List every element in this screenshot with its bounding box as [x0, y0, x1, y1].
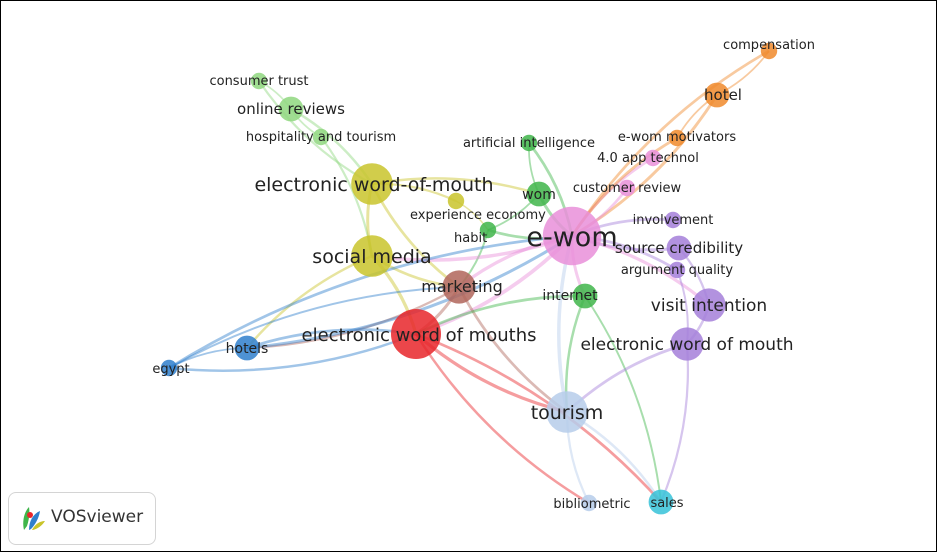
node-internet[interactable]: [572, 283, 598, 309]
node-label-compensation[interactable]: compensation: [723, 38, 815, 53]
node-hospitality-and-tourism[interactable]: [312, 128, 330, 146]
node-label-argument-quality[interactable]: argument quality: [621, 263, 733, 278]
node-label-online-reviews[interactable]: online reviews: [237, 100, 345, 118]
node-e-wom[interactable]: [542, 206, 602, 266]
node-experience-economy[interactable]: [447, 192, 465, 210]
node-label-bibliometric[interactable]: bibliometric: [553, 497, 630, 512]
node-label-internet[interactable]: internet: [542, 288, 598, 304]
node-label-consumer-trust[interactable]: consumer trust: [209, 74, 308, 89]
node-ewom-mouths[interactable]: [391, 309, 441, 359]
edge-egypt-e-wom: [168, 234, 573, 370]
vosviewer-logo-icon: [23, 507, 45, 530]
node-label-ewom-mouths[interactable]: electronic word of mouths: [302, 325, 537, 346]
node-compensation[interactable]: [760, 42, 778, 60]
node-sales[interactable]: [648, 489, 674, 515]
node-label-egypt[interactable]: egypt: [152, 362, 189, 377]
node-label-hospitality-and-tourism[interactable]: hospitality and tourism: [246, 130, 396, 145]
node-label-tourism[interactable]: tourism: [531, 402, 604, 424]
node-label-source-credibility[interactable]: source credibility: [615, 239, 743, 257]
node-label-wom[interactable]: wom: [522, 187, 556, 203]
node-hotel[interactable]: [704, 82, 730, 108]
node-consumer-trust[interactable]: [250, 72, 268, 90]
node-layer: [160, 42, 778, 515]
node-label-involvement[interactable]: involvement: [633, 213, 714, 228]
node-customer-review[interactable]: [618, 179, 636, 197]
node-habit[interactable]: [479, 221, 497, 239]
node-ewom-mouth[interactable]: [670, 327, 704, 361]
edge-egypt-ewom-mouths: [168, 332, 417, 372]
node-source-credibility[interactable]: [666, 235, 692, 261]
edge-compensation-e-wom: [570, 49, 770, 237]
node-label-ewom-word[interactable]: electronic word-of-mouth: [254, 174, 493, 196]
node-label-habit[interactable]: habit: [454, 231, 487, 246]
node-online-reviews[interactable]: [278, 96, 304, 122]
node-label-ewom-motivators[interactable]: e-wom motivators: [618, 130, 736, 145]
node-label-sales[interactable]: sales: [650, 496, 683, 511]
node-label-customer-review[interactable]: customer review: [573, 181, 682, 196]
node-ewom-motivators[interactable]: [668, 129, 686, 147]
node-label-social-media[interactable]: social media: [312, 246, 431, 268]
node-label-marketing[interactable]: marketing: [421, 277, 503, 296]
node-label-hotel[interactable]: hotel: [704, 86, 742, 104]
node-egypt[interactable]: [160, 359, 178, 377]
node-involvement[interactable]: [664, 211, 682, 229]
node-tourism[interactable]: [546, 391, 588, 433]
node-marketing[interactable]: [442, 270, 476, 304]
edge-marketing-hotels: [246, 286, 460, 350]
node-bibliometric[interactable]: [580, 494, 598, 512]
node-app-technol[interactable]: [644, 149, 662, 167]
edge-egypt-marketing: [168, 286, 460, 369]
edge-internet-sales: [584, 295, 662, 503]
node-label-app-technol[interactable]: 4.0 app technol: [597, 151, 699, 166]
node-label-e-wom[interactable]: e-wom: [526, 222, 617, 253]
node-social-media[interactable]: [351, 235, 393, 277]
node-artificial-intelligence[interactable]: [520, 134, 538, 152]
node-ewom-word[interactable]: [351, 163, 393, 205]
node-label-visit-intention[interactable]: visit intention: [651, 296, 767, 316]
edge-ewom-mouth-sales: [659, 343, 690, 503]
node-label-artificial-intelligence[interactable]: artificial intelligence: [463, 136, 595, 151]
node-wom[interactable]: [526, 181, 552, 207]
node-hotels[interactable]: [234, 335, 260, 361]
node-label-hotels[interactable]: hotels: [226, 341, 269, 357]
edge-ewom-mouths-bibliometric: [414, 333, 590, 505]
node-label-ewom-mouth[interactable]: electronic word of mouth: [580, 335, 793, 355]
node-visit-intention[interactable]: [692, 288, 726, 322]
label-layer: compensation hotel e-wom motivators consume…: [152, 38, 815, 512]
vosviewer-logo-text: VOSviewer: [51, 507, 144, 527]
node-label-experience-economy[interactable]: experience economy: [410, 208, 546, 223]
vosviewer-logo-badge[interactable]: VOSviewer: [8, 492, 156, 545]
node-argument-quality[interactable]: [668, 261, 686, 279]
